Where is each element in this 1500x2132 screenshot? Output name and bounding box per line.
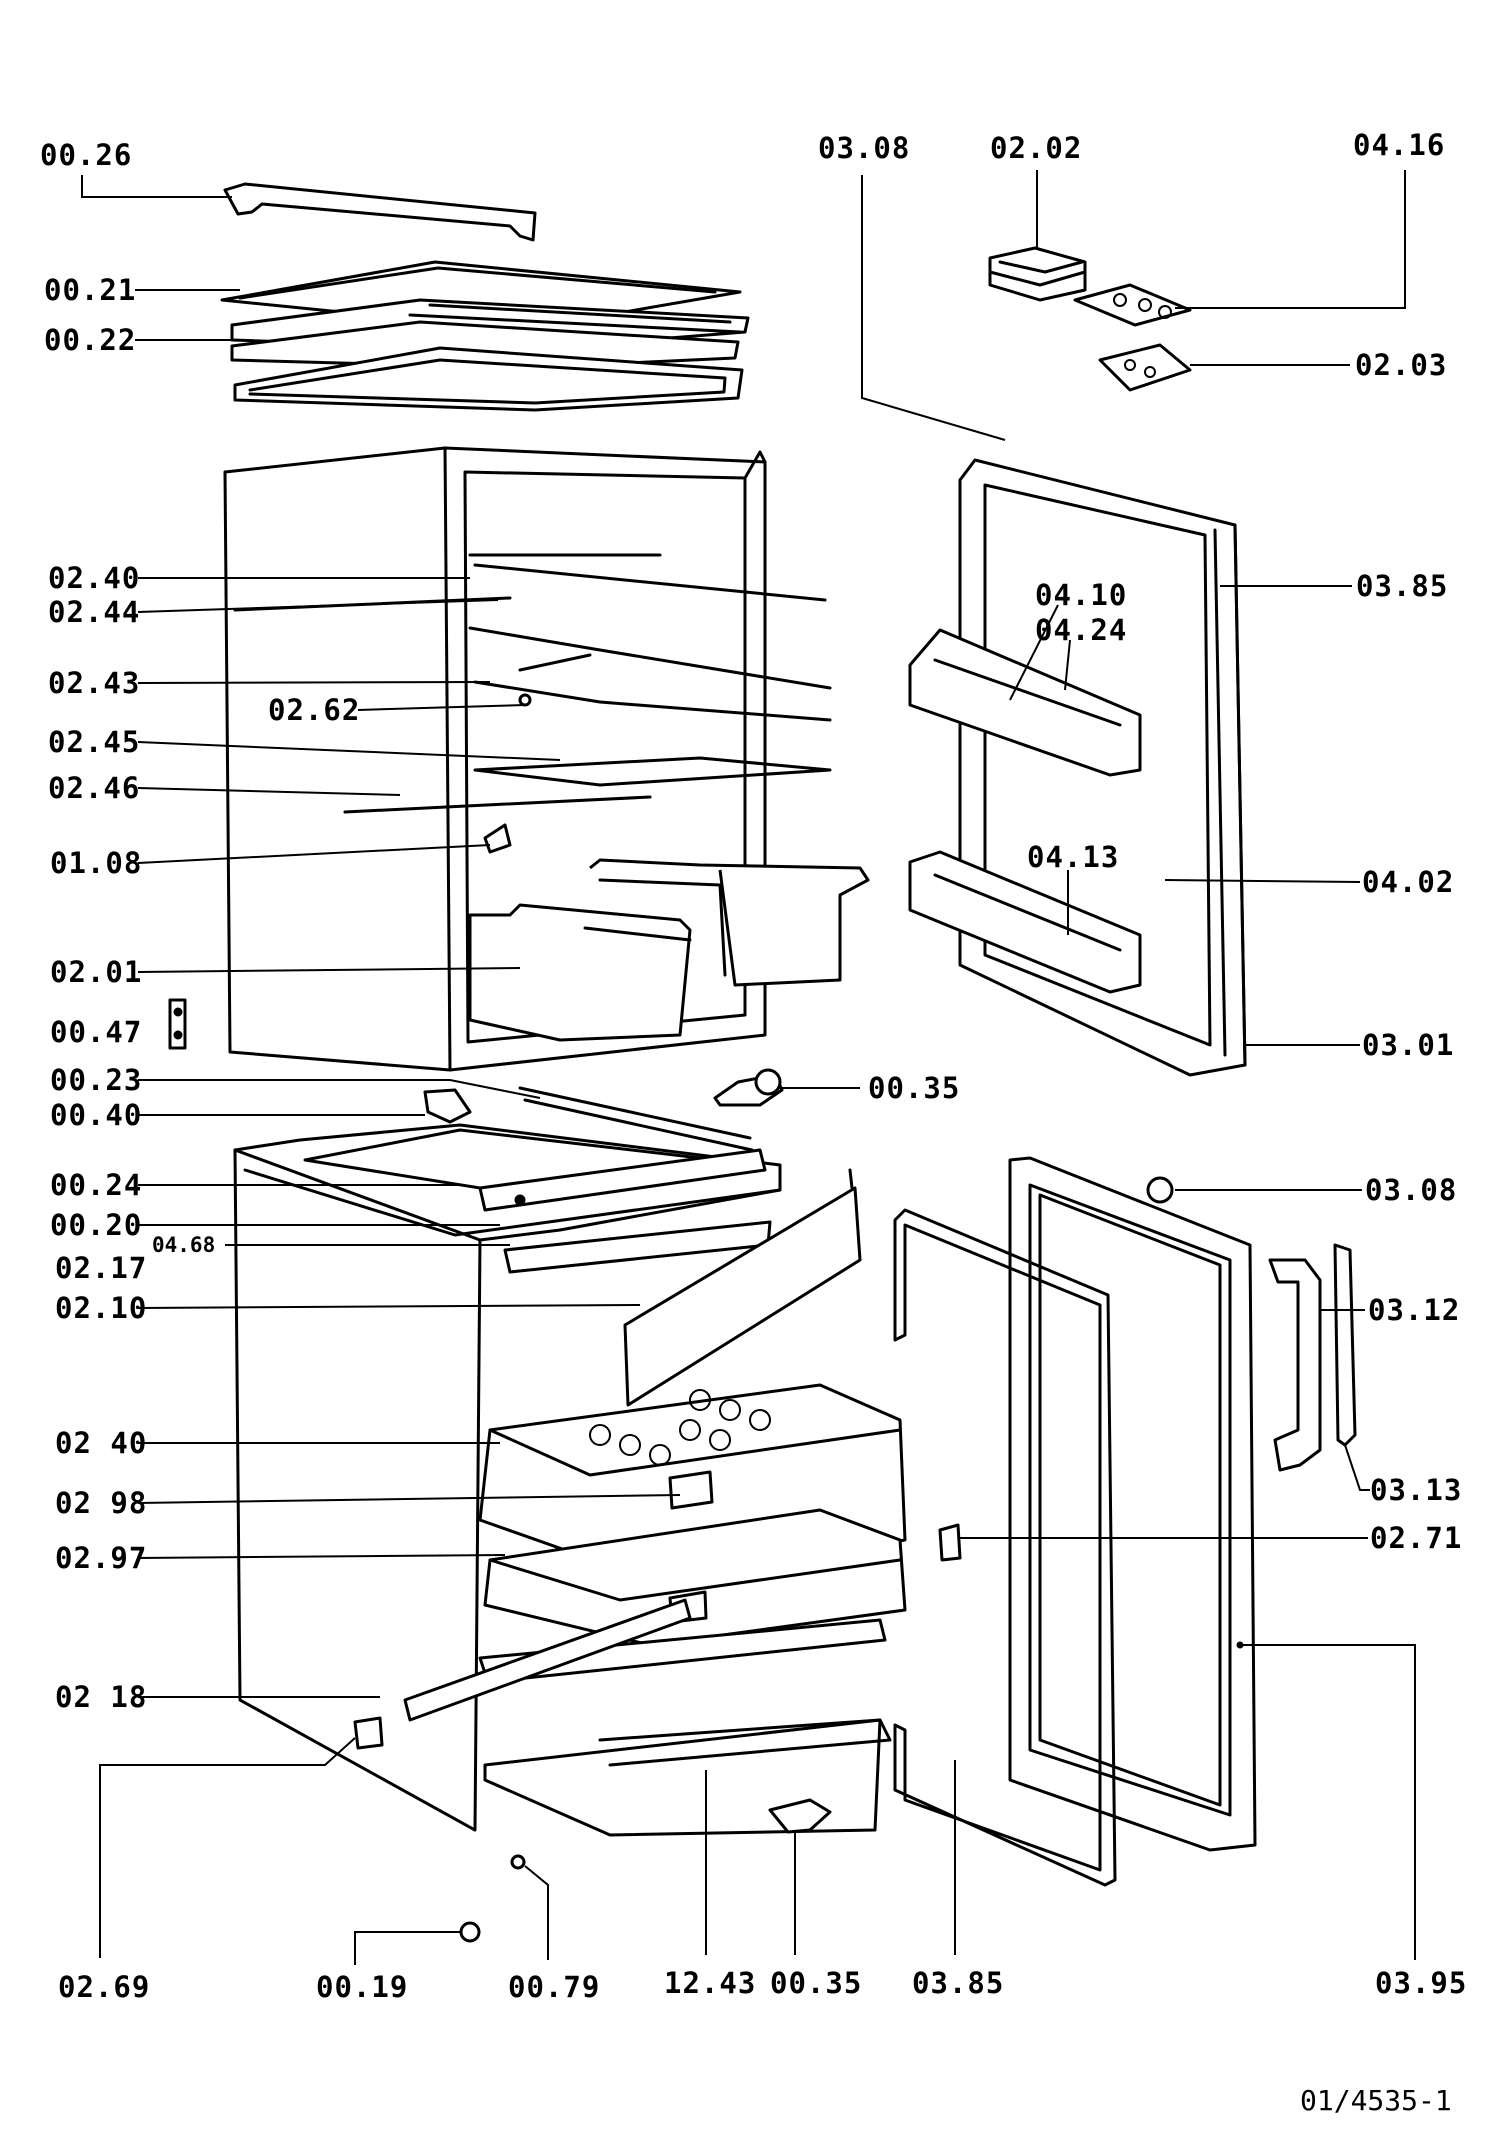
callout-03-85-bottom: 03.85: [912, 1966, 1004, 2000]
callout-12-43: 12.43: [664, 1966, 756, 2000]
callout-labels: 00.26 00.21 00.22 02.40 02.44 02.43 02.6…: [40, 128, 1467, 2004]
callout-02-03: 02.03: [1355, 348, 1447, 382]
callout-02-40: 02.40: [48, 561, 140, 595]
callout-02-98: 02 98: [55, 1486, 147, 1520]
callout-00-35-bottom: 00.35: [770, 1966, 862, 2000]
callout-02-97: 02.97: [55, 1541, 147, 1575]
mid-hardware: [423, 1068, 784, 1152]
ice-grid: [589, 1389, 771, 1466]
callout-04-13: 04.13: [1027, 840, 1119, 874]
callout-01-08: 01.08: [50, 846, 142, 880]
callout-00-35-mid: 00.35: [868, 1071, 960, 1105]
callout-04-68: 04.68: [152, 1233, 215, 1257]
callout-02-18: 02 18: [55, 1680, 147, 1714]
callout-02-01: 02.01: [50, 955, 142, 989]
leader-lines: [81, 170, 1416, 1965]
callout-00-21: 00.21: [44, 273, 136, 307]
callout-00-79: 00.79: [508, 1970, 600, 2004]
callout-03-08-top: 03.08: [818, 131, 910, 165]
callout-02-43: 02.43: [48, 666, 140, 700]
callout-00-19: 00.19: [316, 1970, 408, 2004]
callout-03-13: 03.13: [1370, 1473, 1462, 1507]
callout-02-40-lower: 02 40: [55, 1426, 147, 1460]
callout-03-01: 03.01: [1362, 1028, 1454, 1062]
callout-00-47: 00.47: [50, 1015, 142, 1049]
callout-00-24: 00.24: [50, 1168, 142, 1202]
upper-door-assembly: [908, 458, 1247, 1077]
lower-freezer-cabinet: [233, 1123, 907, 1943]
callout-04-16: 04.16: [1353, 128, 1445, 162]
callout-03-12: 03.12: [1368, 1293, 1460, 1327]
callout-04-02: 04.02: [1362, 865, 1454, 899]
callout-03-08-lower: 03.08: [1365, 1173, 1457, 1207]
callout-04-10: 04.10: [1035, 578, 1127, 612]
callout-00-23: 00.23: [50, 1063, 142, 1097]
callout-02-71: 02.71: [1370, 1521, 1462, 1555]
callout-02-69: 02.69: [58, 1970, 150, 2004]
callout-03-95: 03.95: [1375, 1966, 1467, 2000]
callout-02-02: 02.02: [990, 131, 1082, 165]
callout-02-10: 02.10: [55, 1291, 147, 1325]
callout-00-20: 00.20: [50, 1208, 142, 1242]
lower-freezer-door: [893, 1156, 1357, 1887]
callout-00-40: 00.40: [50, 1098, 142, 1132]
callout-02-17: 02.17: [55, 1251, 147, 1285]
callout-02-45: 02.45: [48, 725, 140, 759]
document-id: 01/4535-1: [1300, 2084, 1452, 2117]
upper-cabinet: [168, 446, 870, 1072]
callout-03-85-top: 03.85: [1356, 569, 1448, 603]
callout-02-46: 02.46: [48, 771, 140, 805]
callout-00-26: 00.26: [40, 138, 132, 172]
callout-02-44: 02.44: [48, 595, 140, 629]
callout-02-62: 02.62: [268, 693, 360, 727]
callout-00-22: 00.22: [44, 323, 136, 357]
callout-04-24: 04.24: [1035, 613, 1127, 647]
accessory-parts: [988, 246, 1192, 392]
top-cover-assembly: [220, 182, 750, 412]
